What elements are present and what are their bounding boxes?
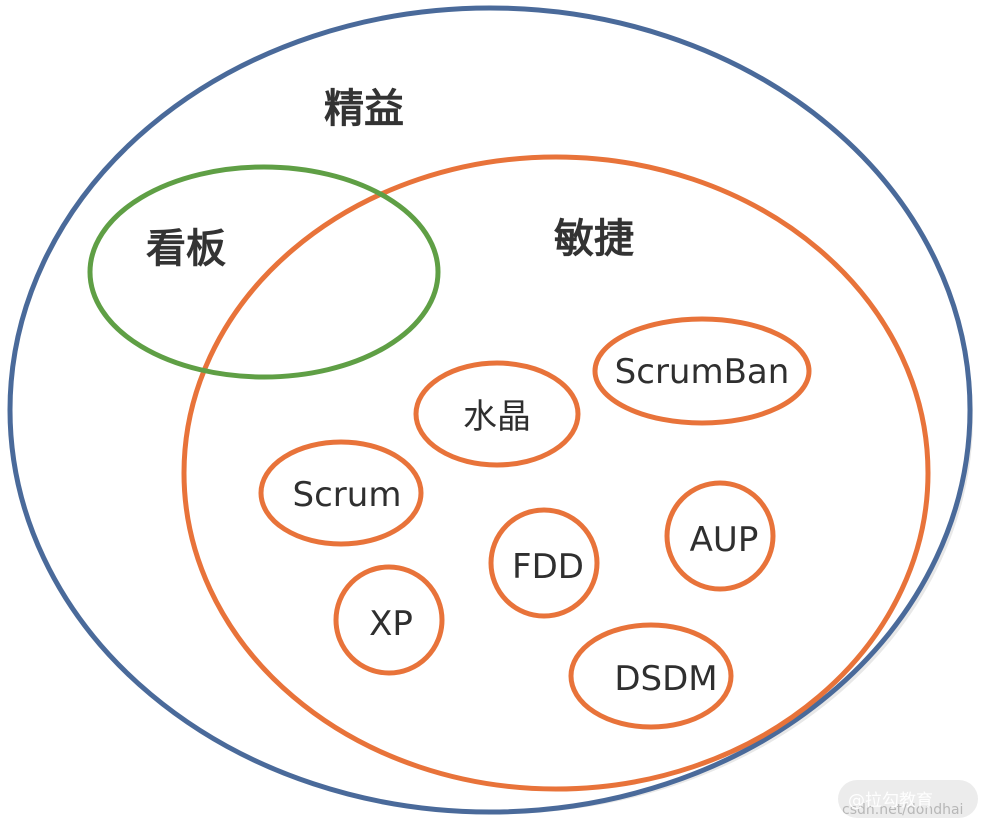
- method-xp-label: XP: [369, 604, 413, 644]
- method-dsdm-label: DSDM: [614, 659, 717, 699]
- method-aup: AUP: [664, 480, 776, 592]
- method-fdd: FDD: [488, 507, 600, 619]
- method-scrum-label: Scrum: [293, 475, 402, 515]
- kanban-ellipse: [87, 164, 441, 380]
- method-scrumban-ellipse: [592, 316, 812, 426]
- lean-label: 精益: [324, 86, 404, 132]
- method-scrum-ellipse: [258, 439, 424, 547]
- agile-ellipse: [181, 154, 931, 792]
- method-crystal-ellipse: [413, 360, 581, 468]
- method-fdd-ellipse: [488, 507, 600, 619]
- method-dsdm-ellipse: [568, 622, 734, 730]
- watermark-sub-text: csdn.net/dondhai: [842, 802, 964, 818]
- method-scrumban-label: ScrumBan: [615, 352, 790, 392]
- method-scrum: Scrum: [258, 439, 424, 547]
- method-aup-ellipse: [664, 480, 776, 592]
- method-fdd-label: FDD: [512, 547, 584, 587]
- method-crystal: 水晶: [413, 360, 581, 468]
- method-crystal-label: 水晶: [463, 397, 531, 437]
- kanban-label: 看板: [146, 226, 226, 272]
- method-aup-label: AUP: [690, 520, 759, 560]
- watermark-main-text: @拉勾教育: [848, 791, 933, 811]
- method-scrumban: ScrumBan: [592, 316, 812, 426]
- watermark: csdn.net/dondhai @拉勾教育: [838, 780, 978, 818]
- method-dsdm: DSDM: [568, 622, 734, 730]
- agile-label: 敏捷: [554, 216, 634, 262]
- method-xp: XP: [333, 564, 445, 676]
- method-xp-ellipse: [333, 564, 445, 676]
